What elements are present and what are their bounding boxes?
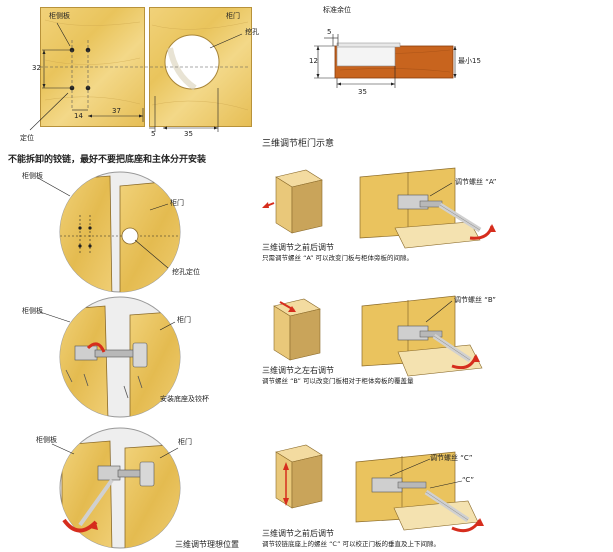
adjust-b-desc: 调节螺丝 “B” 可以改变门板相对于柜体旁板的覆盖量 bbox=[262, 377, 414, 385]
std-dim-12: 12 bbox=[309, 57, 318, 65]
install-warning: 不能拆卸的铰链，最好不要把底座和主体分开安装 bbox=[8, 155, 207, 165]
hinge-scene-a bbox=[359, 167, 496, 249]
step3-side-panel-label: 柜侧板 bbox=[36, 436, 57, 444]
screw-a-label: 调节螺丝 “A” bbox=[455, 178, 497, 186]
dim-35: 35 bbox=[184, 130, 193, 138]
door-label: 柜门 bbox=[226, 12, 240, 20]
hole-label: 挖孔 bbox=[245, 28, 259, 36]
std-dim-35: 35 bbox=[358, 88, 367, 96]
side-panel-label: 柜侧板 bbox=[49, 12, 70, 20]
adjust-c-desc: 调节铰链底座上的螺丝 “C” 可以校正门板的垂直及上下间隙。 bbox=[262, 540, 441, 548]
adjust-a-desc: 只需调节螺丝 “A” 可以改变门板与柜体旁板的间隙。 bbox=[262, 254, 414, 262]
screw-c-label-1: 调节螺丝 “C” bbox=[430, 454, 473, 462]
std-min-label: 最小15 bbox=[458, 57, 481, 65]
screw-b-label: 调节螺丝 “B” bbox=[454, 296, 496, 304]
dim-14: 14 bbox=[74, 112, 83, 120]
step1-side-panel-label: 柜侧板 bbox=[22, 172, 43, 180]
step2-side-panel-label: 柜侧板 bbox=[22, 307, 43, 315]
step3-door-label: 柜门 bbox=[178, 438, 192, 446]
hinge-scene-b bbox=[361, 295, 483, 377]
std-dim-5: 5 bbox=[327, 28, 332, 36]
locate-label: 定位 bbox=[20, 134, 34, 142]
cabinet-box-a bbox=[262, 169, 323, 234]
hinge-scene-c bbox=[355, 451, 484, 533]
cabinet-box-c bbox=[275, 444, 323, 509]
step2-caption: 安装底座及铰杯 bbox=[160, 395, 209, 403]
dim-32: 32 bbox=[32, 64, 41, 72]
adjust-title: 三维调节柜门示意 bbox=[262, 139, 335, 149]
adjust-b-heading: 三维调节之左右调节 bbox=[262, 366, 334, 375]
screw-c-label-2: “C” bbox=[462, 476, 475, 484]
step1-hole-locate-label: 挖孔定位 bbox=[172, 268, 200, 276]
step3-caption: 三维调节理想位置 bbox=[175, 540, 239, 549]
dim-5: 5 bbox=[151, 130, 156, 138]
step1-door-label: 柜门 bbox=[170, 199, 184, 207]
cabinet-box-b bbox=[273, 298, 321, 361]
adjust-c-heading: 三维调节之前后调节 bbox=[262, 529, 334, 538]
dim-37: 37 bbox=[112, 107, 121, 115]
standard-margin-title: 标准余位 bbox=[323, 6, 351, 14]
adjust-a-heading: 三维调节之前后调节 bbox=[262, 243, 334, 252]
step2-door-label: 柜门 bbox=[177, 316, 191, 324]
